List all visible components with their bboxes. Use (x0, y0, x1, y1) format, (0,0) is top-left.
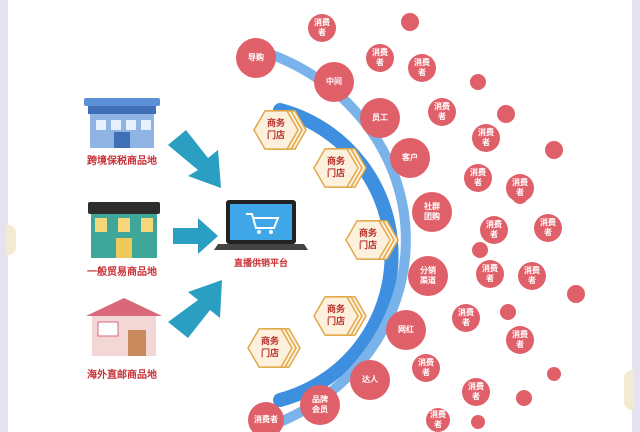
consumer-node-circle (464, 164, 492, 192)
consumer-node-circle (412, 354, 440, 382)
hexagon-label-line2: 门店 (358, 241, 377, 251)
consumer-node-label: 消费 者 (482, 264, 498, 283)
channel-node-label: 分销 渠道 (420, 266, 436, 285)
consumer-node-circle (452, 304, 480, 332)
store-hexagon-label: 商务门店 (319, 304, 353, 328)
hexagon-label-line1: 商务 (326, 157, 345, 167)
platform-label: 直播供销平台 (233, 259, 288, 269)
channel-node-label: 导购 (248, 53, 264, 62)
decorative-dot (547, 367, 561, 381)
consumer-node-label: 消费 者 (486, 220, 502, 239)
store-hexagon-label: 商务门店 (253, 336, 287, 360)
consumer-node-label: 消费 者 (470, 168, 486, 187)
consumer-node-label: 消费 者 (418, 358, 434, 377)
hexagon-label-line1: 商务 (266, 119, 285, 129)
decorative-dot (497, 105, 515, 123)
channel-node-circle (350, 360, 390, 400)
channel-node-label: 客户 (402, 153, 418, 162)
consumer-node-circle (426, 408, 450, 432)
consumer-node-circle (308, 14, 336, 42)
store-hexagon-label: 商务门店 (259, 118, 293, 142)
platform-laptop-icon (214, 200, 308, 250)
consumer-node-circle (366, 44, 394, 72)
consumer-node-label: 消费 者 (458, 308, 474, 327)
decorative-dot (512, 188, 528, 204)
diagram-card: 跨境保税商品地 一般贸易商品地 海外直邮商品地 直播供销平台 商务门店商务门店商… (6, 0, 634, 432)
store-hexagon (313, 296, 359, 336)
consumer-node-circle (462, 378, 490, 406)
store-overseas-label: 海外直邮商品地 (87, 370, 157, 381)
consumer-node-circle (480, 216, 508, 244)
consumer-node-label: 消费 者 (478, 128, 494, 147)
channel-node-circle (314, 62, 354, 102)
decorative-dot (470, 74, 486, 90)
channel-node-circle (390, 138, 430, 178)
arrow-store2 (173, 218, 218, 254)
hexagon-label-line2: 门店 (266, 131, 285, 141)
channel-node-circle (360, 98, 400, 138)
inner-arc (273, 103, 399, 407)
consumer-node-label: 消费 者 (372, 48, 388, 67)
decorative-dot (500, 304, 516, 320)
consumer-node-circle (534, 214, 562, 242)
channel-node-label: 员工 (372, 113, 388, 122)
store-hexagon (253, 110, 299, 150)
store-general-label: 一般贸易商品地 (87, 267, 157, 278)
decoration-left (6, 225, 16, 255)
hexagon-label-line1: 商务 (358, 229, 377, 239)
decoration-right (624, 370, 634, 410)
arrow-store3 (168, 280, 222, 338)
hexagon-label-line1: 商务 (326, 305, 345, 315)
channel-node-label: 达人 (362, 375, 378, 384)
consumer-node-label: 消费 者 (524, 266, 540, 285)
store-general-icon (88, 202, 160, 258)
distribution-diagram (84, 13, 585, 432)
consumer-node-label: 消费 者 (414, 58, 430, 77)
consumer-node-label: 消费 者 (512, 330, 528, 349)
store-bonded-icon (84, 98, 160, 148)
consumer-node-label: 消费 者 (314, 18, 330, 37)
decorative-dot (567, 285, 585, 303)
store-hexagon (247, 328, 293, 368)
consumer-node-circle (476, 260, 504, 288)
channel-node-circle (412, 192, 452, 232)
consumer-node-label: 消费 者 (430, 410, 446, 429)
hexagon-label-line2: 门店 (260, 349, 279, 359)
channel-node-label: 品牌 会员 (312, 395, 328, 414)
consumer-node-circle (506, 326, 534, 354)
store-hexagon (345, 220, 391, 260)
consumer-node-circle (518, 262, 546, 290)
hexagon-label-line1: 商务 (260, 337, 279, 347)
consumer-node-circle (428, 98, 456, 126)
store-bonded-label: 跨境保税商品地 (87, 156, 157, 167)
consumer-node-circle (408, 54, 436, 82)
decorative-dot (471, 415, 485, 429)
consumer-node-label: 消费 者 (512, 178, 528, 197)
consumer-node-label: 消费 者 (468, 382, 484, 401)
decorative-dot (516, 390, 532, 406)
store-hexagon-label: 商务门店 (351, 228, 385, 252)
channel-node-circle (236, 38, 276, 78)
consumer-node-label: 消费 者 (540, 218, 556, 237)
channel-node-circle (300, 385, 340, 425)
channel-node-circle (386, 310, 426, 350)
hexagon-label-line2: 门店 (326, 169, 345, 179)
store-hexagon (313, 148, 359, 188)
decorative-dot (545, 141, 563, 159)
channel-node-circle (408, 256, 448, 296)
channel-node-label: 消费者 (254, 415, 278, 424)
consumer-node-label: 消费 者 (434, 102, 450, 121)
decorative-dot (472, 242, 488, 258)
decorative-dot (401, 13, 419, 31)
channel-node-label: 中间 (326, 77, 342, 86)
channel-node-label: 社群 团购 (424, 202, 440, 221)
hexagon-label-line2: 门店 (326, 317, 345, 327)
arrow-store1 (168, 130, 221, 188)
store-hexagon-label: 商务门店 (319, 156, 353, 180)
channel-node-label: 网红 (398, 325, 414, 334)
consumer-node-circle (472, 124, 500, 152)
store-overseas-icon (86, 298, 162, 356)
channel-node-circle (248, 402, 284, 432)
